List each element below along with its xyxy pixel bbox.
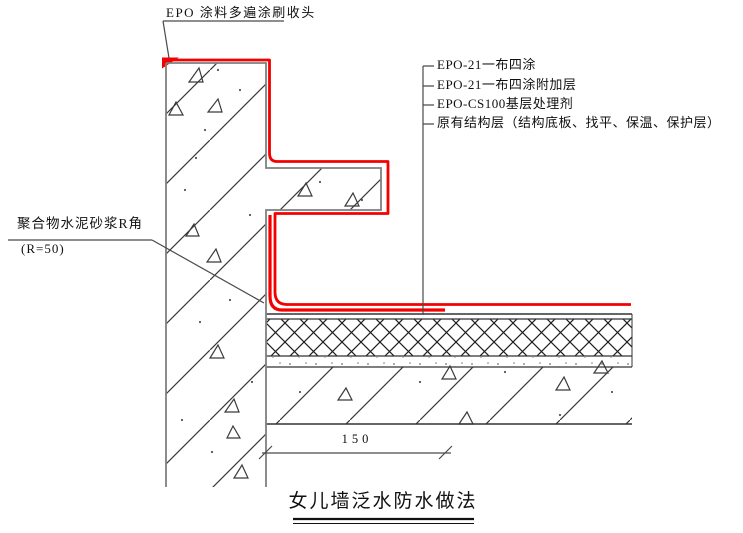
left-annotation-r50: (R=50) <box>21 241 65 256</box>
screed-layer-speckle <box>266 357 632 367</box>
drawing-title: 女儿墙泛水防水做法 <box>288 491 478 512</box>
dimension-line <box>258 445 453 460</box>
left-label-leader <box>8 239 265 304</box>
dimension-value-150: 150 <box>341 432 373 446</box>
aggregate-triangle-symbols <box>167 66 609 479</box>
title-underline <box>293 517 474 524</box>
top-label-leader <box>162 20 284 59</box>
concrete-hatch-region <box>166 63 632 487</box>
roof-layer-bands <box>266 313 633 425</box>
protection-layer-crosshatch <box>266 319 632 356</box>
right-labels-leader <box>422 65 434 315</box>
layer-label-epo21-additional: EPO-21一布四涂附加层 <box>437 77 577 92</box>
layer-label-epo21-membrane: EPO-21一布四涂 <box>437 57 536 72</box>
top-annotation-epo-coating: EPO 涂料多遍涂刷收头 <box>166 5 316 20</box>
concrete-dot-specks <box>180 68 614 454</box>
left-annotation-mortar-r-corner: 聚合物水泥砂浆R角 <box>17 216 144 231</box>
layer-label-epocs100-primer: EPO-CS100基层处理剂 <box>437 96 574 111</box>
layer-label-existing-structure: 原有结构层（结构底板、找平、保温、保护层） <box>437 115 721 130</box>
waterproof-membrane-additional-layer <box>268 215 445 312</box>
parapet-wall-outline <box>165 62 382 487</box>
